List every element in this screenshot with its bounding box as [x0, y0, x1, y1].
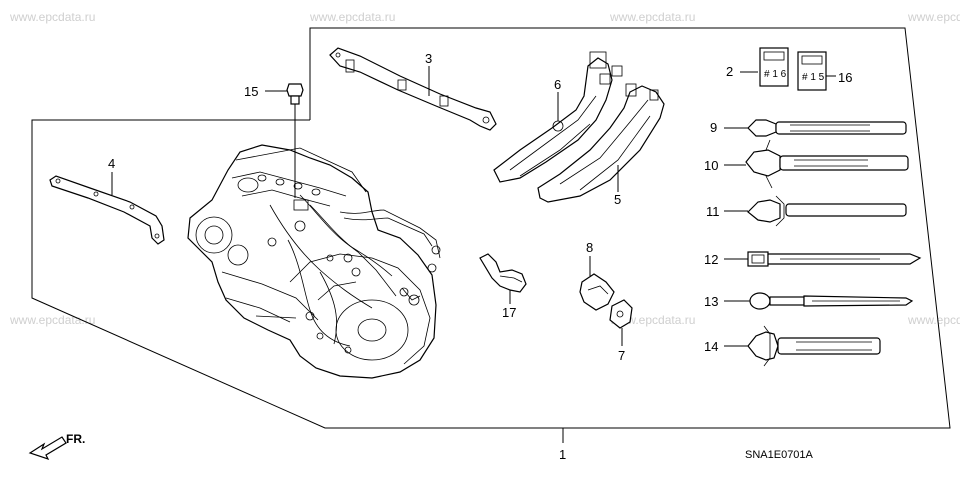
callout-9: 9	[710, 120, 717, 135]
callout-8: 8	[586, 240, 593, 255]
watermark: www.epcdata.ru	[9, 10, 95, 24]
clip-part-10	[745, 139, 909, 189]
callout-15: 15	[244, 84, 258, 99]
callout-14: 14	[704, 339, 718, 354]
callout-4: 4	[108, 156, 115, 171]
clip-part-11	[747, 195, 907, 227]
callout-16: 16	[838, 70, 852, 85]
watermark: www.epcdata.ru	[309, 10, 395, 24]
diagram-code: SNA1E0701A	[745, 449, 814, 461]
tie-part-13	[749, 292, 914, 310]
clip-part-9	[747, 119, 907, 137]
callout-12: 12	[704, 252, 718, 267]
watermark: www.epcdata.ru	[609, 10, 695, 24]
harness-cover-part-5	[537, 83, 665, 203]
front-direction-arrow-icon	[28, 436, 67, 461]
callout-17: 17	[502, 305, 516, 320]
callout-2: 2	[726, 64, 733, 79]
diagram-frame	[31, 27, 951, 429]
callout-13: 13	[704, 294, 718, 309]
connector-part-16: # 1 5	[797, 51, 827, 91]
bolt-part-15	[286, 83, 304, 198]
callout-5: 5	[614, 192, 621, 207]
callout-11: 11	[706, 204, 720, 219]
callout-1: 1	[559, 447, 566, 462]
clamp-part-17	[479, 253, 527, 293]
tie-part-12	[747, 251, 922, 267]
connector-part-2: # 1 6	[759, 47, 789, 87]
harness-bracket-part-3	[329, 47, 497, 131]
harness-cover-part-6	[493, 51, 623, 183]
callout-7: 7	[618, 348, 625, 363]
connector-tag-16: # 1 5	[802, 72, 825, 83]
watermark: www.epcdata.ru	[907, 10, 960, 24]
harness-bracket-part-4	[49, 175, 165, 245]
connector-tag-2: # 1 6	[764, 69, 787, 80]
callout-6: 6	[554, 77, 561, 92]
engine-wire-harness	[187, 144, 441, 379]
direction-label: FR.	[66, 432, 85, 446]
bracket-part-8	[579, 273, 615, 311]
clip-part-14	[747, 325, 881, 367]
watermark: www.epcdata.ru	[907, 313, 960, 327]
bracket-part-7	[609, 299, 633, 329]
callout-10: 10	[704, 158, 718, 173]
callout-3: 3	[425, 51, 432, 66]
